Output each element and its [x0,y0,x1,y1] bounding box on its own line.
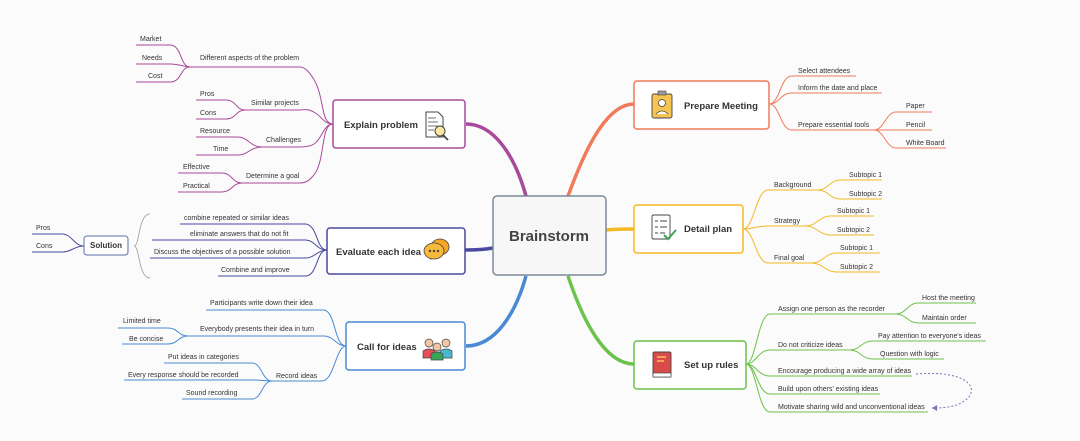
goal-effective: Effective [183,164,210,171]
set-up-rules-node[interactable]: Set up rules [633,340,747,390]
recorder-label: Assign one person as the recorder [778,306,886,313]
main-connectors [464,102,635,366]
document-magnifier-icon [425,111,449,141]
recorder-host: Host the meeting [922,295,975,302]
record-every-response: Every response should be recorded [128,372,239,379]
topic-prepare-meeting [768,75,946,149]
evaluate-item-3: Discuss the objectives of a possible sol… [154,249,291,256]
tool-pencil: Pencil [906,122,926,129]
criticize-label: Do not criticize ideas [778,342,843,349]
evaluate-ideas-texts: combine repeated or similar ideas elimin… [36,215,291,274]
similar-projects-label: Similar projects [251,100,299,107]
prepare-meeting-label: Prepare Meeting [684,101,758,112]
similar-pros: Pros [200,91,215,98]
record-label: Record ideas [276,373,318,380]
final-sub2: Subtopic 2 [840,264,873,271]
recorder-order: Maintain order [922,315,967,322]
people-icon [422,338,453,361]
solution-label: Solution [90,241,122,250]
detail-plan-texts: Background Subtopic 1 Subtopic 2 Strateg… [774,172,882,271]
solution-cons: Cons [36,243,53,250]
challenge-time: Time [213,146,228,153]
background-sub2: Subtopic 2 [849,191,882,198]
topic-detail-plan [742,179,882,273]
final-label: Final goal [774,255,805,262]
rules-encourage: Encourage producing a wide array of idea… [778,368,912,375]
strategy-sub2: Subtopic 2 [837,227,870,234]
record-sound: Sound recording [186,390,237,397]
set-up-rules-texts: Assign one person as the recorder Host t… [778,295,981,411]
solution-brace [133,213,151,279]
call-for-ideas-node[interactable]: Call for ideas [345,321,466,371]
detail-plan-label: Detail plan [684,224,732,235]
aspect-needs: Needs [142,55,163,62]
topic-set-up-rules [745,302,986,413]
set-up-rules-label: Set up rules [684,360,738,371]
prepare-inform: Inform the date and place [798,85,877,92]
detail-plan-node[interactable]: Detail plan [633,204,744,254]
tools-label: Prepare essential tools [798,122,870,129]
similar-cons: Cons [200,110,217,117]
criticize-attention: Pay attention to everyone's ideas [878,333,981,340]
evaluate-item-2: eliminate answers that do not fit [190,231,288,238]
rules-motivate: Motivate sharing wild and unconventional… [778,404,925,411]
explain-problem-label: Explain problem [344,120,418,131]
evaluate-item-4: Combine and improve [221,267,290,274]
criticize-logic: Question with logic [880,351,939,358]
background-sub1: Subtopic 1 [849,172,882,179]
central-topic[interactable]: Brainstorm [492,195,607,276]
id-badge-icon [651,90,673,119]
checklist-icon [651,214,677,241]
call-for-ideas-label: Call for ideas [357,342,417,353]
call-write: Participants write down their idea [210,300,313,307]
present-limited-time: Limited time [123,318,161,325]
explain-problem-texts: Different aspects of the problem Market … [140,36,302,190]
aspects-label: Different aspects of the problem [200,55,299,62]
explain-problem-node[interactable]: Explain problem [332,99,466,149]
chat-bubbles-icon [423,238,450,260]
prepare-meeting-texts: Select attendees Inform the date and pla… [798,68,945,147]
aspect-cost: Cost [148,73,162,80]
goal-label: Determine a goal [246,173,300,180]
topic-call-for-ideas [118,309,347,400]
tool-paper: Paper [906,103,925,110]
challenge-resource: Resource [200,128,230,135]
evaluate-ideas-label: Evaluate each idea [336,247,422,258]
background-label: Background [774,182,811,189]
central-topic-label: Brainstorm [509,228,589,245]
challenges-label: Challenges [266,137,302,144]
tool-whiteboard: White Board [906,140,945,147]
relationship-arrowhead [932,405,937,411]
aspect-market: Market [140,36,161,43]
red-book-icon [652,351,672,378]
strategy-label: Strategy [774,218,801,225]
call-for-ideas-texts: Participants write down their idea Every… [123,300,318,397]
present-be-concise: Be concise [129,336,163,343]
evaluate-item-1: combine repeated or similar ideas [184,215,290,222]
strategy-sub1: Subtopic 1 [837,208,870,215]
solution-node[interactable]: Solution [83,235,129,256]
prepare-meeting-node[interactable]: Prepare Meeting [633,80,770,130]
final-sub1: Subtopic 1 [840,245,873,252]
record-categories: Put ideas in categories [168,354,239,361]
evaluate-ideas-node[interactable]: Evaluate each idea [326,227,466,275]
topic-explain-problem [136,44,334,193]
rules-build: Build upon others' existing ideas [778,386,879,393]
present-label: Everybody presents their idea in turn [200,326,314,333]
goal-practical: Practical [183,183,210,190]
solution-pros: Pros [36,225,51,232]
prepare-select: Select attendees [798,68,851,75]
relationship-dotted-line [915,372,972,409]
